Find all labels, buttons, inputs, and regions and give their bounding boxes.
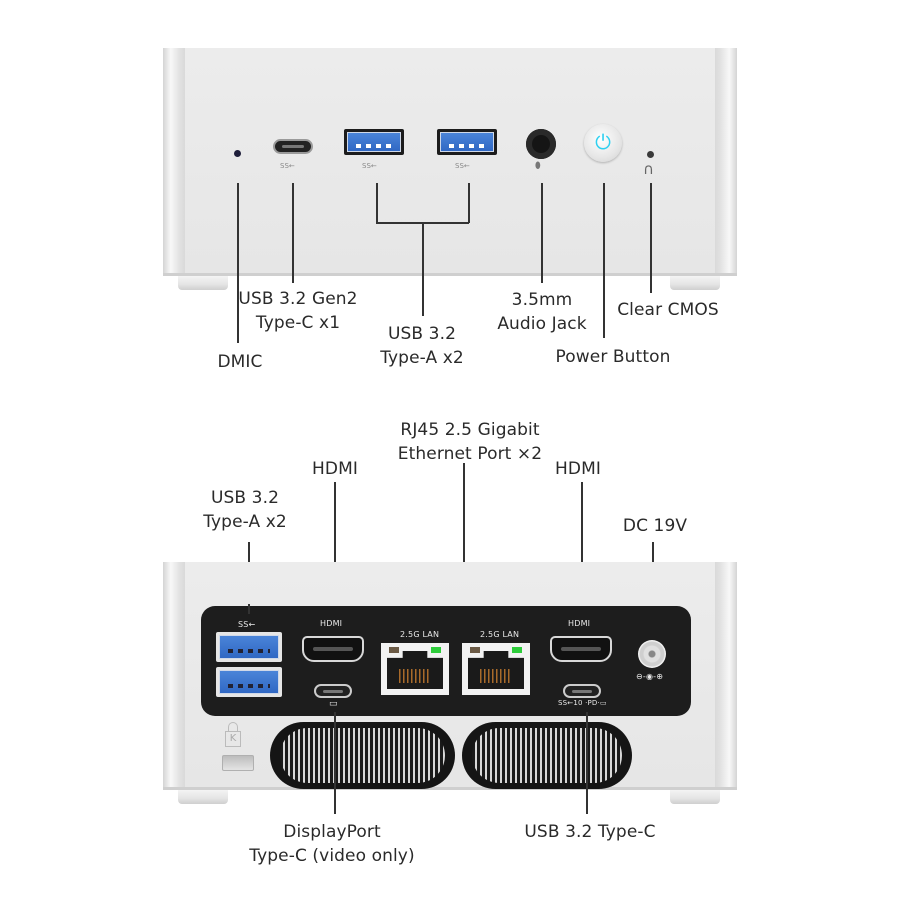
front-foot-right: [670, 276, 720, 290]
leader-clear-cmos: [650, 183, 652, 293]
mic-headset-icon: ⬮: [535, 161, 541, 171]
front-usb-a-port-2: [437, 129, 497, 155]
rear-usb-a-port-1: [216, 632, 282, 662]
label-rear-usb-a: USB 3.2 Type-A x2: [185, 486, 305, 534]
leader-hdmi-left: [334, 482, 336, 607]
label-audio-line1: 3.5mm: [511, 290, 573, 310]
leader-hdmi-right: [581, 482, 583, 607]
label-front-usb-a-line2: Type-A x2: [380, 348, 464, 368]
hdmi-right-print: HDMI: [568, 619, 591, 628]
label-displayport: DisplayPort Type-C (video only): [232, 820, 432, 868]
leader-dmic: [237, 183, 239, 343]
hdmi-port-left: [302, 636, 364, 662]
label-dmic: DMIC: [217, 352, 263, 372]
audio-jack: [526, 129, 556, 159]
label-rear-usb-c: USB 3.2 Type-C: [524, 822, 656, 842]
rear-chassis-left-edge: [163, 562, 185, 790]
dc-power-jack: [638, 640, 666, 668]
clear-cmos-hole: [647, 151, 654, 158]
rear-foot-right: [670, 790, 720, 804]
label-usb-c-line1: USB 3.2 Gen2: [238, 289, 358, 309]
leader-rear-usb-a-in: [248, 604, 250, 614]
leader-front-usb-a-stem: [422, 222, 424, 316]
dc-polarity-icon: ⊖-◉-⊕: [636, 672, 664, 681]
label-rj45-line1: RJ45 2.5 Gigabit: [400, 420, 540, 440]
rear-usb-c-port: [563, 684, 601, 698]
front-usb-c-ss-logo: SS←: [280, 162, 295, 170]
leader-front-usb-a-2: [468, 183, 470, 223]
rear-usb-a-ss-logo: SS←: [238, 620, 256, 629]
clear-cmos-icon: ∩: [643, 160, 654, 178]
label-rear-usb-a-line2: Type-A x2: [203, 512, 287, 532]
hdmi-port-right: [550, 636, 612, 662]
label-front-usb-a-line1: USB 3.2: [387, 324, 457, 344]
front-chassis-left-edge: [163, 48, 185, 276]
leader-displayport: [334, 712, 336, 814]
label-rj45: RJ45 2.5 Gigabit Ethernet Port ×2: [385, 418, 555, 466]
rj45-right-activity-led: [512, 647, 522, 653]
front-usb-a-2-ss-logo: SS←: [455, 162, 470, 170]
label-rear-usb-a-line1: USB 3.2: [210, 488, 280, 508]
label-front-usb-a: USB 3.2 Type-A x2: [362, 322, 482, 370]
front-usb-c-port: [273, 139, 313, 154]
leader-power-button: [603, 183, 605, 338]
displayport-usb-c-port: [314, 684, 352, 698]
power-icon: ⏻: [595, 130, 611, 154]
kensington-lock-icon: K: [225, 722, 241, 748]
rj45-left-activity-led: [431, 647, 441, 653]
front-foot-left: [178, 276, 228, 290]
leader-rear-usb-c: [586, 712, 588, 814]
label-power-button: Power Button: [555, 347, 671, 367]
label-usb-c-line2: Type-C x1: [255, 313, 341, 333]
leader-rj45-stem: [463, 463, 465, 577]
dmic-hole: [234, 150, 241, 157]
rear-chassis-right-edge: [715, 562, 737, 790]
rj45-port-left: [381, 643, 449, 695]
display-icon: ▭: [329, 699, 338, 709]
label-rj45-line2: Ethernet Port ×2: [397, 444, 543, 464]
label-hdmi-left: HDMI: [312, 459, 358, 479]
leader-front-usb-a-1: [376, 183, 378, 223]
front-chassis-rim: [163, 273, 737, 276]
label-hdmi-right: HDMI: [555, 459, 601, 479]
label-audio-line2: Audio Jack: [497, 314, 587, 334]
rj45-left-link-led: [389, 647, 399, 653]
label-audio-jack: 3.5mm Audio Jack: [482, 288, 602, 336]
kensington-slot: [222, 755, 254, 771]
front-chassis-right-edge: [715, 48, 737, 276]
label-usb-c-gen2: USB 3.2 Gen2 Type-C x1: [238, 287, 358, 335]
hdmi-left-print: HDMI: [320, 619, 343, 628]
lan-left-print: 2.5G LAN: [400, 630, 440, 639]
rear-chassis-rim: [163, 787, 737, 790]
label-displayport-line2: Type-C (video only): [249, 846, 415, 866]
rear-usb-a-port-2: [216, 667, 282, 697]
label-dc-19v: DC 19V: [622, 516, 688, 536]
leader-front-usb-c: [292, 183, 294, 283]
lan-right-print: 2.5G LAN: [480, 630, 520, 639]
kensington-k: K: [225, 731, 241, 747]
front-usb-a-1-ss-logo: SS←: [362, 162, 377, 170]
rj45-right-link-led: [470, 647, 480, 653]
label-displayport-line1: DisplayPort: [283, 822, 381, 842]
vent-left: [270, 722, 455, 789]
leader-audio-jack: [541, 183, 543, 283]
label-clear-cmos: Clear CMOS: [617, 300, 719, 320]
power-button[interactable]: ⏻: [584, 124, 622, 162]
front-chassis: [163, 48, 737, 276]
rj45-port-right: [462, 643, 530, 695]
usb-c-pd-display-icons: SS←10 ·PD·▭: [558, 699, 607, 707]
front-usb-a-port-1: [344, 129, 404, 155]
rear-foot-left: [178, 790, 228, 804]
vent-right: [462, 722, 632, 789]
